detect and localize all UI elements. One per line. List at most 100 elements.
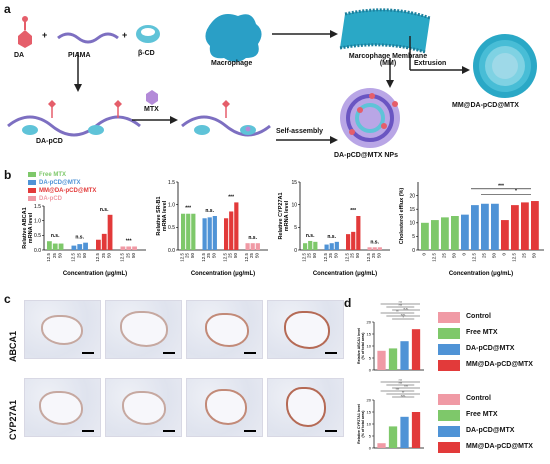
y-tick-label: 5 — [369, 434, 372, 439]
macrophage-icon — [205, 14, 262, 62]
x-tick-label: 12.5 — [70, 253, 75, 262]
bar — [329, 243, 334, 250]
bar — [521, 202, 529, 250]
x-tick-label: 50 — [107, 253, 112, 259]
bar — [202, 218, 207, 250]
x-tick-label: 50 — [532, 253, 537, 259]
y-tick-label: 10 — [409, 221, 415, 227]
ihc-row-label-abca1: ABCA1 — [8, 330, 18, 362]
y-axis-label: Cholesterol efflux (%) — [399, 188, 405, 245]
loaded-chain-icon — [181, 100, 271, 137]
significance-label: ** — [396, 309, 399, 313]
bar — [120, 246, 126, 250]
bar — [308, 240, 313, 250]
legend-b-swatch — [28, 172, 36, 177]
bar — [411, 412, 421, 448]
bar — [234, 202, 239, 250]
label-final: MM@DA-pCD@MTX — [452, 102, 519, 109]
panel-label-d: d — [344, 296, 352, 310]
legend-b-item: DA-pCD — [28, 196, 96, 204]
legend-b-item: Free MTX — [28, 172, 96, 180]
bar — [245, 243, 250, 250]
bar — [471, 205, 479, 250]
bar — [132, 246, 137, 250]
mtx-molecule-icon — [146, 90, 158, 105]
x-tick-label: 12.5 — [323, 253, 328, 262]
x-tick-label: 25 — [125, 253, 130, 259]
significance-label: n.s. — [401, 312, 406, 316]
y-axis-label-line: (% of total area) — [361, 332, 365, 360]
bar — [126, 246, 132, 250]
plus-sign-2: + — [122, 30, 128, 40]
x-tick-label: 12.5 — [302, 253, 307, 262]
x-tick-label: 12.5 — [201, 253, 206, 262]
legend-d-label: Control — [466, 395, 491, 402]
bar — [400, 341, 409, 370]
y-axis-label: Relative CYP27A1mRNA level — [278, 192, 290, 239]
bar — [207, 217, 212, 250]
bar — [77, 244, 83, 250]
significance-label: *** — [126, 238, 132, 244]
x-tick-label: 12.5 — [345, 253, 350, 262]
legend-d-label: Free MTX — [466, 411, 498, 418]
beta-cd-icon — [136, 25, 160, 43]
bar — [377, 443, 386, 448]
label-dapcd: DA-pCD — [36, 138, 63, 145]
legend-d-swatch — [438, 344, 460, 355]
x-tick-label: 25 — [307, 253, 312, 259]
bar — [52, 243, 58, 250]
x-tick-label: 25 — [442, 253, 447, 259]
x-tick-label: 50 — [233, 253, 238, 259]
bar — [388, 426, 398, 448]
significance-label: n.s. — [248, 235, 257, 241]
x-tick-label: 12.5 — [366, 253, 371, 262]
x-tick-label: 50 — [355, 253, 360, 259]
ihc-image-abca1-mm — [267, 300, 344, 359]
significance-label: ** — [402, 390, 405, 394]
x-tick-label: 50 — [492, 253, 497, 259]
legend-d-swatch — [438, 442, 460, 453]
ihc-image-cyp27a1-free-mtx — [105, 378, 182, 437]
significance-label: n.s. — [404, 306, 409, 310]
y-tick-label: 0 — [369, 368, 372, 373]
y-axis-label-line: mRNA level — [284, 200, 290, 231]
x-tick-label: 50 — [452, 253, 457, 259]
x-tick-label: 12.5 — [244, 253, 249, 262]
bar — [324, 244, 329, 250]
legend-b-label: MM@DA-pCD@MTX — [39, 188, 97, 195]
x-tick-label: 0 — [502, 253, 507, 256]
bar — [71, 245, 77, 250]
bar — [461, 214, 469, 250]
label-membrane-line2: (MM) — [379, 60, 397, 67]
x-tick-label: 12.5 — [223, 253, 228, 262]
legend-d-swatch — [438, 360, 460, 371]
legend-b-item: DA-pCD@MTX — [28, 180, 96, 188]
y-tick-label: 1.5 — [168, 180, 175, 186]
x-tick-label: 50 — [211, 253, 216, 259]
x-tick-label: 12.5 — [119, 253, 124, 262]
x-tick-label: 12.5 — [512, 253, 517, 262]
legend-d-swatch — [438, 312, 460, 323]
legend-b-swatch — [28, 180, 36, 185]
y-axis-label: Relative SR-B1mRNA level — [156, 196, 168, 235]
label-da: DA — [14, 52, 25, 59]
label-piama: PIAMA — [68, 52, 91, 59]
significance-label: * — [515, 189, 517, 195]
x-tick-label: 50 — [312, 253, 317, 259]
bar — [431, 220, 439, 250]
panel-label-b: b — [4, 168, 12, 182]
da-pcd-chain-icon — [7, 100, 141, 137]
x-tick-label: 0 — [462, 253, 467, 256]
schematic-diagram — [7, 8, 537, 148]
significance-label: n.s. — [75, 235, 84, 241]
y-tick-label: 0.5 — [168, 225, 175, 231]
x-axis-label: Concentration (μg/mL) — [63, 271, 127, 277]
y-axis-label-line: mRNA level — [162, 200, 168, 231]
x-tick-label: 25 — [482, 253, 487, 259]
bar — [191, 213, 196, 250]
ihc-image-cyp27a1-control — [24, 378, 101, 437]
